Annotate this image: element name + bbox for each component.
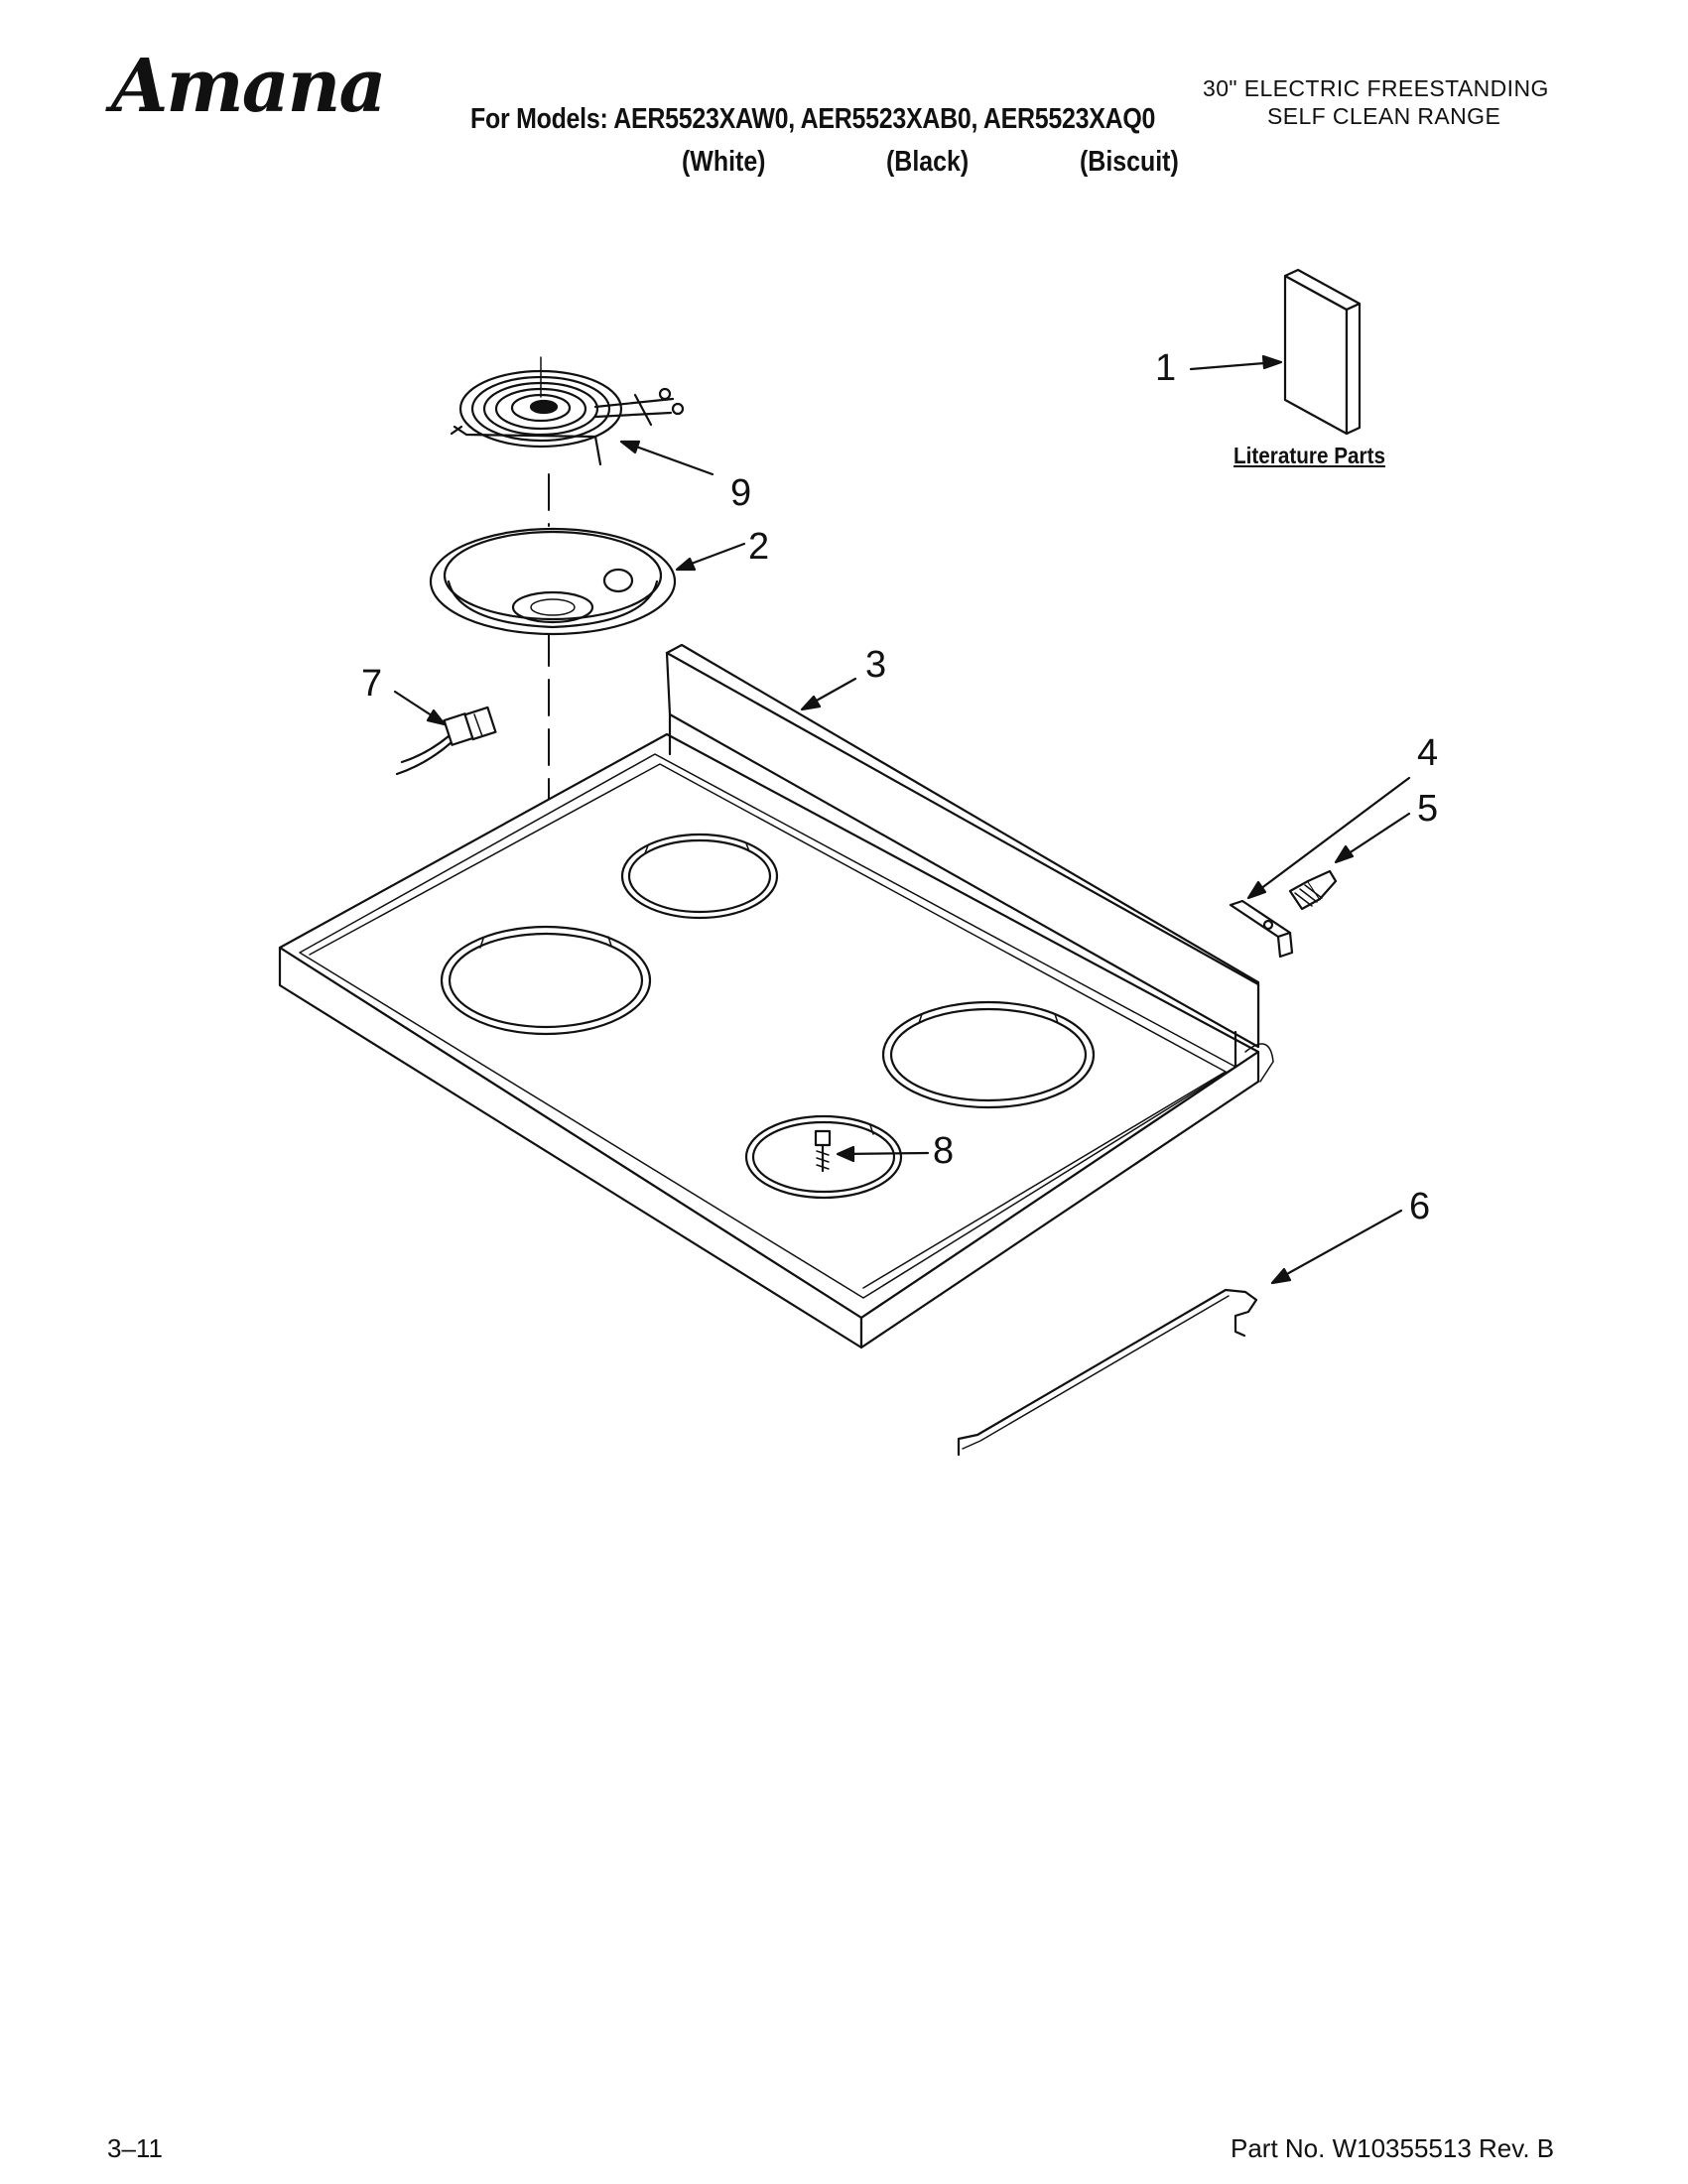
variant-black: (Black)	[886, 146, 970, 178]
callout-8: 8	[933, 1130, 955, 1172]
screw-part-8	[814, 1129, 832, 1173]
callout-3: 3	[865, 644, 887, 686]
models-line: For Models: AER5523XAW0, AER5523XAB0, AE…	[470, 103, 1156, 135]
leader-arrow-9	[619, 440, 714, 476]
callout-9: 9	[730, 472, 752, 514]
callout-5: 5	[1417, 788, 1439, 830]
product-line-1: 30" ELECTRIC FREESTANDING	[1203, 75, 1549, 101]
bracket-part-4	[1229, 899, 1294, 959]
surface-element-coil-part	[450, 356, 685, 466]
screw-part-5	[1288, 869, 1338, 911]
leader-arrow-6	[1270, 1209, 1403, 1285]
rod-part-6	[957, 1288, 1258, 1457]
wire-connector-part	[395, 706, 497, 776]
leader-arrow-1	[1189, 354, 1283, 371]
variant-white: (White)	[682, 146, 766, 178]
leader-arrow-8	[836, 1145, 930, 1163]
callout-4: 4	[1417, 732, 1439, 774]
leader-arrow-4	[1246, 776, 1411, 900]
product-line-2: SELF CLEAN RANGE	[1267, 103, 1501, 129]
literature-booklet-part	[1283, 268, 1362, 436]
leader-arrow-3	[800, 677, 857, 711]
leader-arrow-7	[393, 690, 447, 726]
callout-1: 1	[1155, 347, 1177, 389]
callout-7: 7	[361, 663, 383, 705]
leader-arrow-2	[675, 542, 746, 572]
callout-6: 6	[1409, 1186, 1431, 1227]
callout-2: 2	[748, 526, 770, 568]
amana-logo: Amana	[111, 44, 386, 129]
drip-bowl-part	[429, 527, 677, 636]
variant-biscuit: (Biscuit)	[1080, 146, 1179, 178]
leader-arrow-5	[1334, 812, 1411, 864]
cooktop-part	[278, 643, 1274, 1349]
literature-parts-label: Literature Parts	[1234, 443, 1386, 468]
page-number: 3–11	[107, 2133, 163, 2163]
part-number: Part No. W10355513 Rev. B	[1231, 2133, 1555, 2163]
